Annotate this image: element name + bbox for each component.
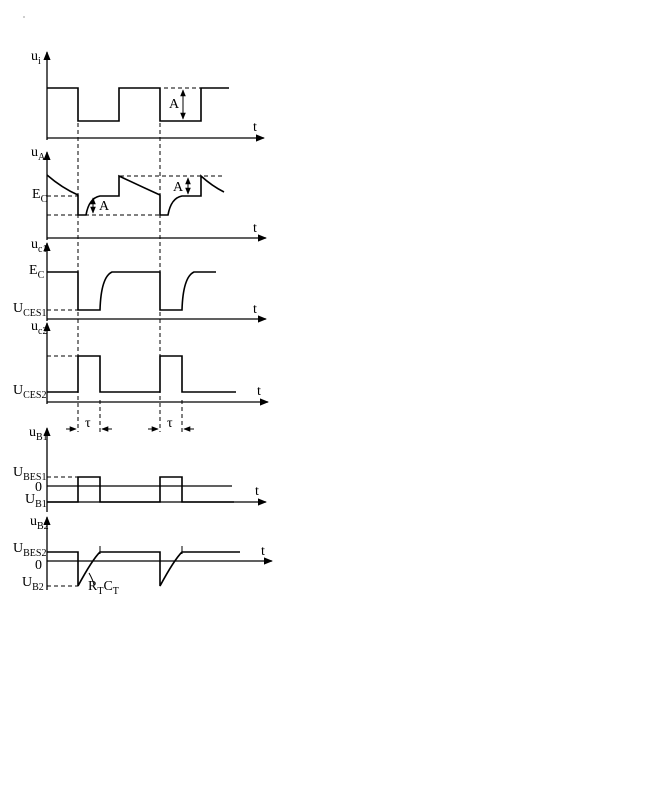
ua-y-label: uA: [31, 145, 46, 163]
ui-y-label: ui: [31, 49, 41, 67]
uc1-uces1-label: UCES1: [13, 301, 46, 319]
ub2-x-label: t: [261, 544, 265, 559]
ub2-waveform: [47, 551, 240, 587]
uc2-x-label: t: [257, 384, 261, 399]
ub2-y-label: uB2: [30, 514, 49, 532]
speck: [23, 16, 25, 18]
ub1-ub1-label: UB1: [25, 492, 47, 510]
ua-amplitude-label-left: A: [99, 199, 110, 214]
ui-amplitude-label: A: [169, 97, 180, 112]
panel-ub1: uB1 t UBES1 0 UB1: [13, 425, 267, 512]
uc2-waveform: [47, 355, 236, 393]
uc1-ec-label: EC: [29, 263, 45, 281]
uc2-uces2-label: UCES2: [13, 383, 46, 401]
uc1-x-label: t: [253, 302, 257, 317]
panel-uc2: uc2 t UCES2: [13, 319, 269, 406]
panel-uc1: uc1 t EC UCES1: [13, 237, 267, 323]
panel-ui: ui t A: [31, 49, 265, 142]
panel-ub2: uB2 t UBES2 0 UB2 RTCT: [13, 514, 273, 597]
ua-waveform: [46, 174, 225, 216]
ua-ec-label: EC: [32, 187, 48, 205]
ub1-x-label: t: [255, 484, 259, 499]
ub2-ubes2-label: UBES2: [13, 541, 46, 559]
uc1-waveform: [47, 271, 216, 311]
tau-markers: τ τ: [66, 416, 194, 432]
ua-amplitude-label-right: A: [173, 180, 184, 195]
uc2-y-label: uc2: [31, 319, 47, 337]
ub2-rc-label: RTCT: [88, 579, 119, 597]
ui-x-label: t: [253, 120, 257, 135]
ub1-ubes1-label: UBES1: [13, 465, 46, 483]
ub2-rc-leader: [88, 572, 95, 586]
ub2-zero-label: 0: [35, 558, 42, 573]
alignment-guides: [77, 88, 183, 432]
tau-left-label: τ: [85, 416, 91, 431]
ub2-ub2-label: UB2: [22, 575, 44, 593]
ua-x-label: t: [253, 221, 257, 236]
ub1-waveform: [47, 476, 234, 503]
ub1-zero-label: 0: [35, 480, 42, 495]
ub1-y-label: uB1: [29, 425, 48, 443]
panel-ua: uA t EC A A: [31, 145, 267, 242]
uc1-y-label: uc1: [31, 237, 47, 255]
tau-right-label: τ: [167, 416, 173, 431]
ui-waveform: [47, 87, 229, 122]
